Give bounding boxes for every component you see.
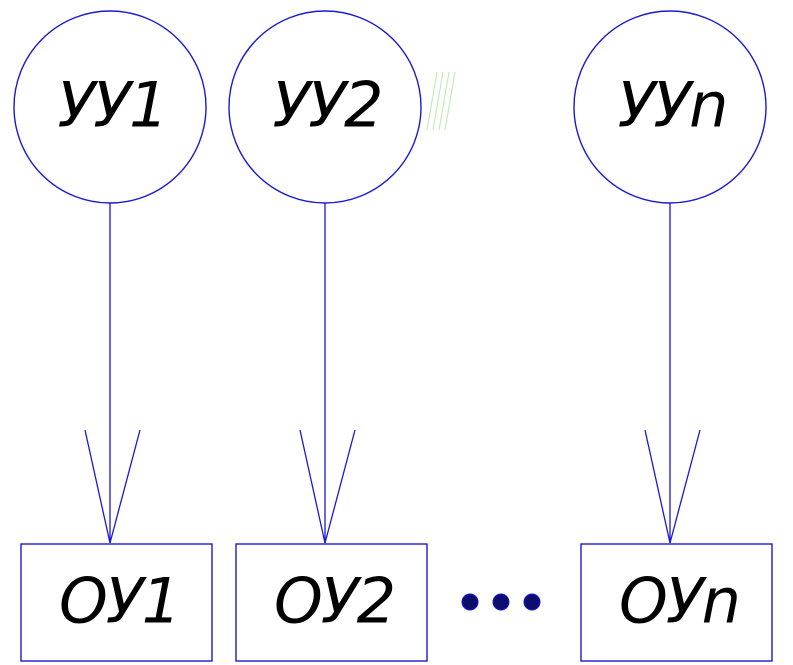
control-unit-2-label: УУ2 [272,69,381,142]
control-unit-2: УУ2 [228,10,422,204]
stray-mark [426,71,456,131]
operating-unit-1-label: ОУ1 [59,565,179,638]
edge-3 [644,203,701,544]
edge-2 [299,203,356,544]
control-unit-1-label: УУ1 [57,69,166,142]
ellipsis-dot [461,593,479,611]
ellipsis-dot [492,593,510,611]
ellipsis-dots [461,593,541,611]
edge-1 [84,203,141,544]
operating-unit-n: ОУn [580,543,773,662]
control-unit-1: УУ1 [13,10,207,204]
operating-unit-2-label: ОУ2 [274,565,394,638]
control-unit-n-label: УУn [618,69,727,142]
operating-unit-1: ОУ1 [20,543,213,662]
operating-unit-n-label: ОУn [619,565,739,638]
ellipsis-dot [523,593,541,611]
control-unit-n: УУn [573,10,767,204]
operating-unit-2: ОУ2 [235,543,428,662]
